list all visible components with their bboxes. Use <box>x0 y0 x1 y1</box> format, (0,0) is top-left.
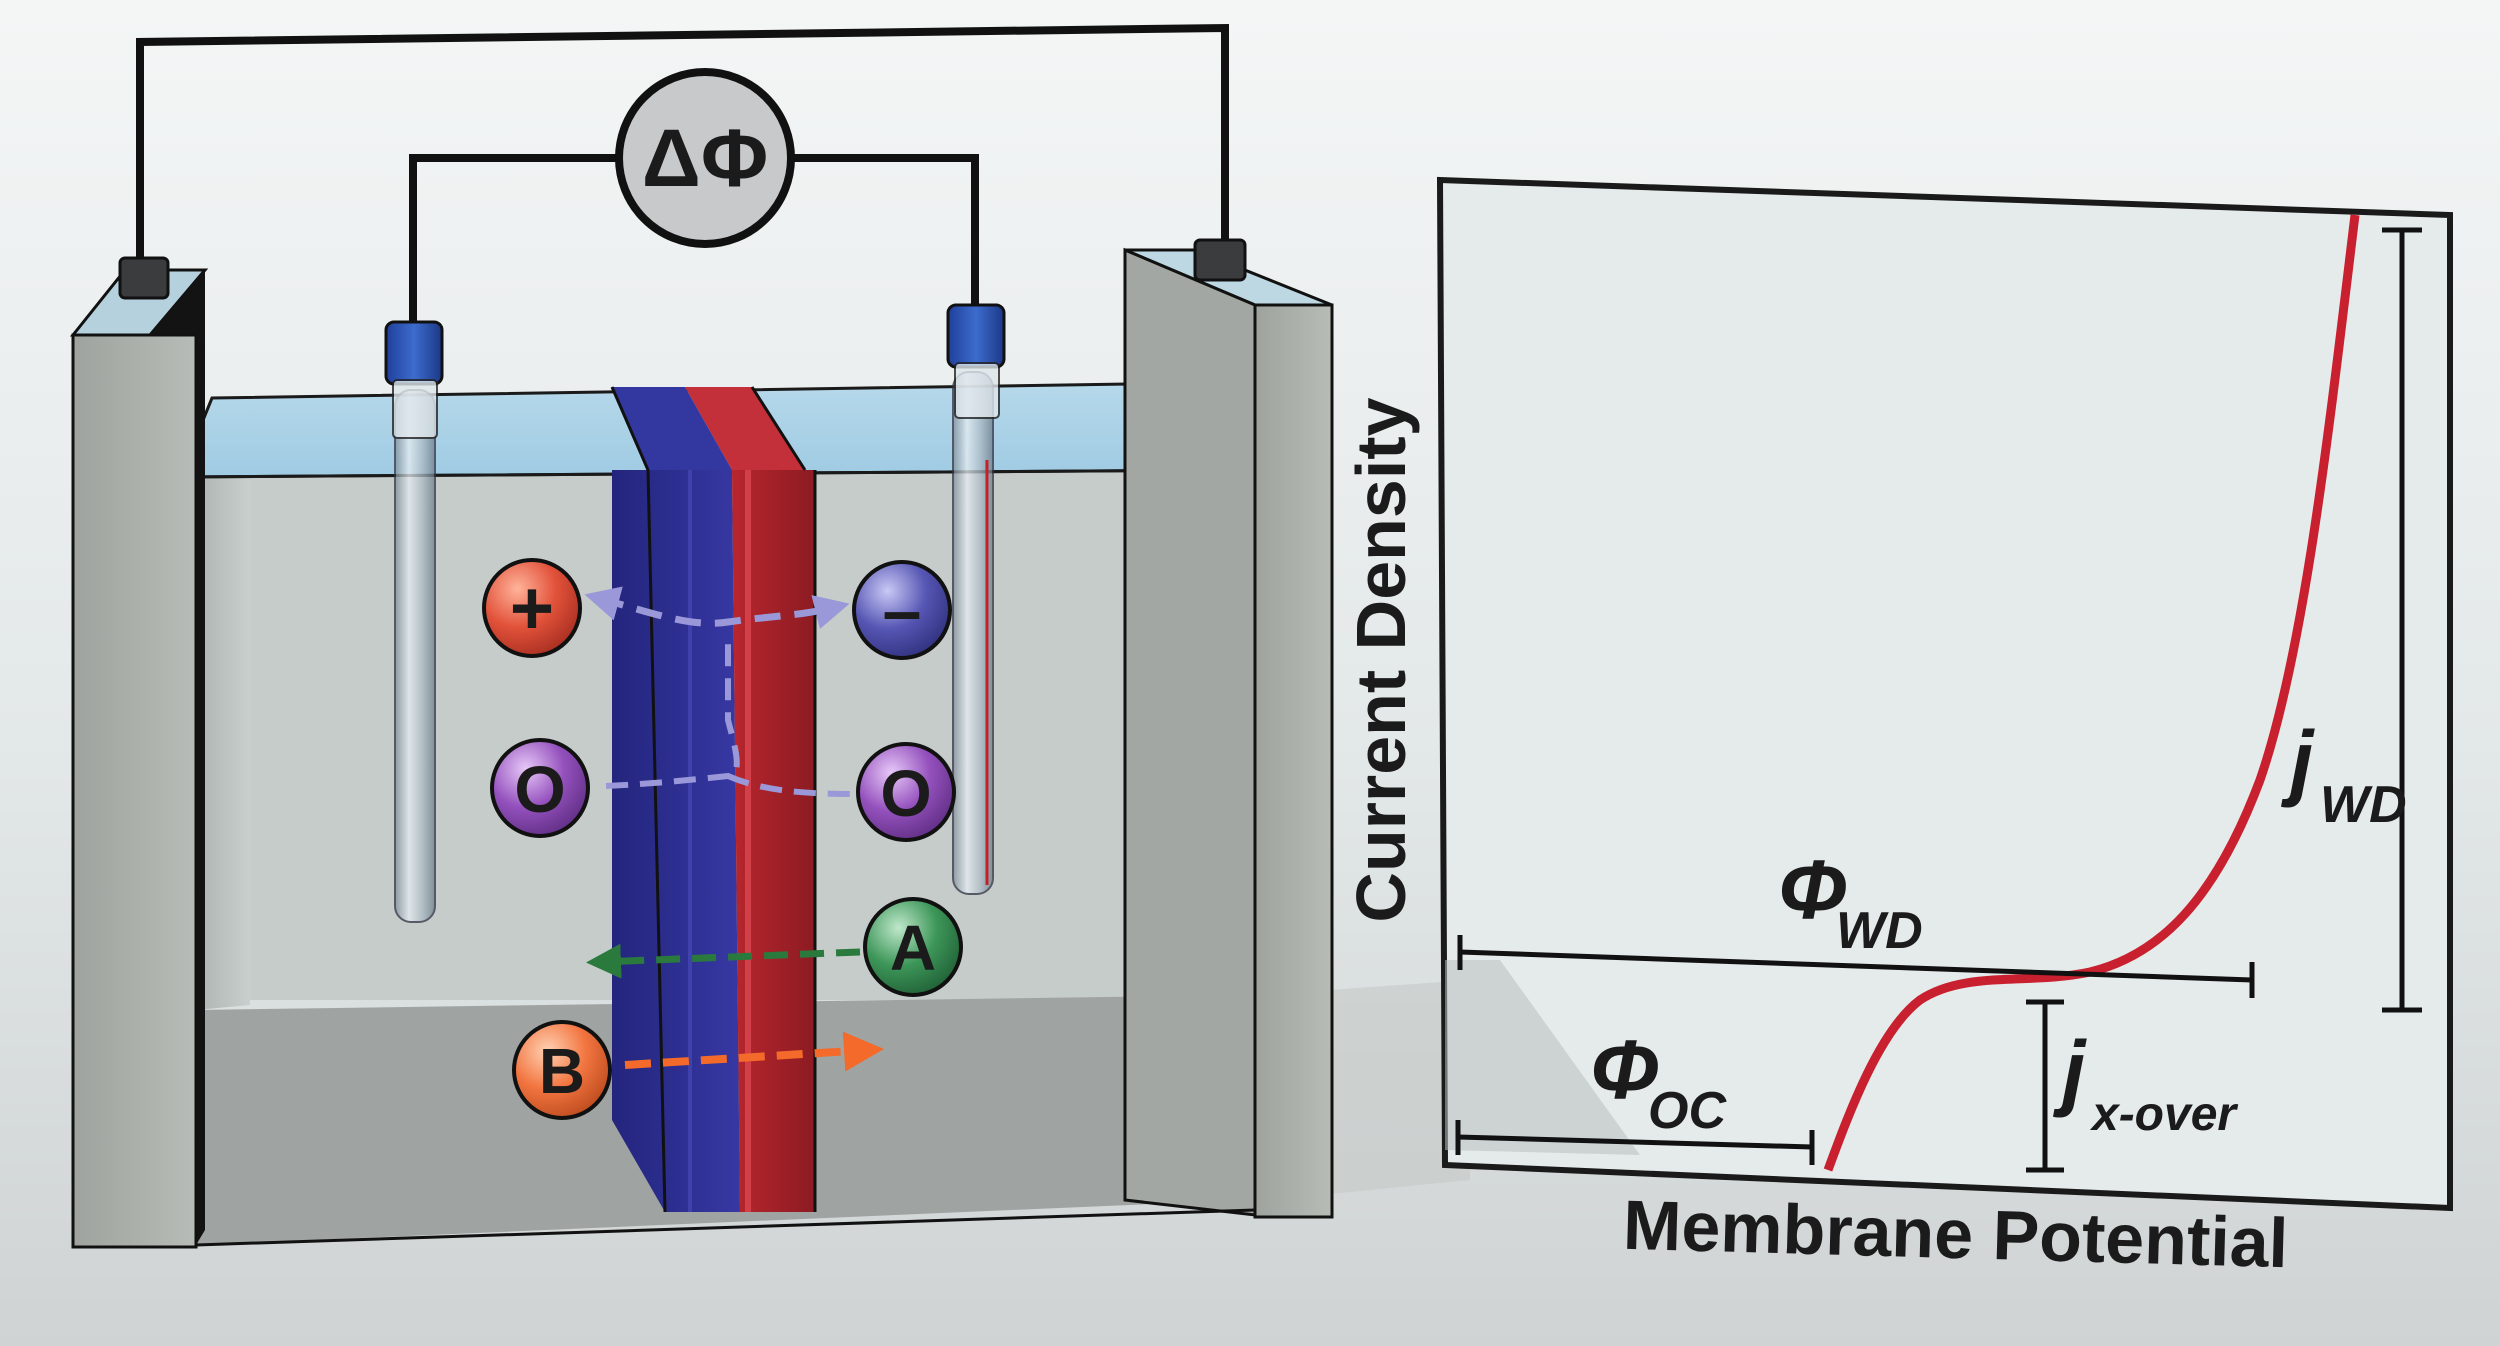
left-electrode-plate <box>69 268 209 1249</box>
j-xover-bracket: j x-over <box>2026 999 2238 1173</box>
phi-oc-line <box>1457 1134 1813 1150</box>
plot-corner-shadow <box>1445 960 1640 1155</box>
phi-wd-line <box>1459 949 2253 983</box>
species-b-circle <box>512 1020 612 1120</box>
membrane-outline-top-right <box>750 386 807 471</box>
left-reference-electrode <box>384 320 444 923</box>
membrane-red-face <box>732 470 815 1212</box>
right-terminal <box>1193 238 1247 282</box>
ion-anion: – <box>852 560 952 660</box>
neutral-left-circle <box>490 738 590 838</box>
potential-meter-symbol: ΔΦ <box>642 113 768 204</box>
right-ref-cap <box>946 303 1006 369</box>
phi-wd-bracket: Φ WD <box>1457 842 2255 998</box>
ion-neutral-left: O <box>490 738 590 838</box>
species-b-arrow <box>624 1031 884 1072</box>
membrane-red-top <box>685 387 805 470</box>
phi-oc-bracket: Φ OC <box>1455 1022 1815 1165</box>
right-reference-electrode <box>946 303 1006 895</box>
polarization-curve <box>1823 214 2360 1172</box>
species-a-circle <box>863 897 963 997</box>
membrane-blue-face <box>612 470 740 1212</box>
right-plate-front <box>1253 303 1334 1219</box>
neutral-left-symbol: O <box>514 752 565 826</box>
y-axis-label: Current Density <box>1342 397 1420 922</box>
species-a-symbol: A <box>890 912 936 984</box>
neutral-right-symbol: O <box>880 756 931 830</box>
left-ref-neck <box>392 379 438 439</box>
inner-circuit-wire-right <box>787 154 979 305</box>
right-plate-inner-face <box>1123 247 1257 1217</box>
species-b-symbol: B <box>539 1035 585 1107</box>
species-b: B <box>512 1020 612 1120</box>
container-bottom-edge <box>195 1208 1256 1247</box>
membrane-blue-top <box>612 387 732 470</box>
membrane-outline <box>610 386 667 1213</box>
j-xover-subscript: x-over <box>2089 1088 2238 1141</box>
left-ref-cap <box>384 320 444 386</box>
j-wd-subscript: WD <box>2320 776 2407 834</box>
left-ref-tube <box>394 389 436 923</box>
left-plate-front <box>71 333 198 1249</box>
phi-wd-subscript: WD <box>1836 902 1923 960</box>
neutral-crossover-arrow-right <box>726 773 853 797</box>
polarization-plot: Φ WD Φ OC j x-over j WD Membrane <box>1342 176 2453 1283</box>
right-electrode-plate <box>1123 247 1334 1219</box>
ion-neutral-right: O <box>856 742 956 842</box>
anion-symbol: – <box>883 571 922 649</box>
anion-circle <box>852 560 952 660</box>
potential-meter <box>615 68 795 248</box>
x-axis-label: Membrane Potential <box>1622 1186 2289 1283</box>
electrochemical-cell: ΔΦ + – O O A <box>69 23 1334 1249</box>
left-terminal <box>118 256 170 300</box>
neutral-crossover-arrow <box>605 640 740 789</box>
neutral-right-circle <box>856 742 956 842</box>
membrane <box>610 386 817 1213</box>
cation-anion-crossover-arrow <box>584 586 850 630</box>
chamber-left-inner-wall <box>196 470 250 1010</box>
inner-circuit-wire-left <box>409 154 620 322</box>
phi-oc-subscript: OC <box>1648 1082 1727 1140</box>
cation-symbol: + <box>510 566 554 651</box>
outer-circuit-wire <box>136 23 1229 258</box>
phi-wd-label: Φ <box>1778 842 1847 936</box>
species-a-arrow <box>586 943 861 979</box>
transport-arrows <box>584 586 884 1072</box>
right-ref-neck <box>954 362 1000 419</box>
plot-frame <box>1436 176 2453 1212</box>
phi-oc-label: Φ <box>1590 1022 1659 1116</box>
cation-circle <box>482 558 582 658</box>
species-a: A <box>863 897 963 997</box>
ion-cation: + <box>482 558 582 658</box>
